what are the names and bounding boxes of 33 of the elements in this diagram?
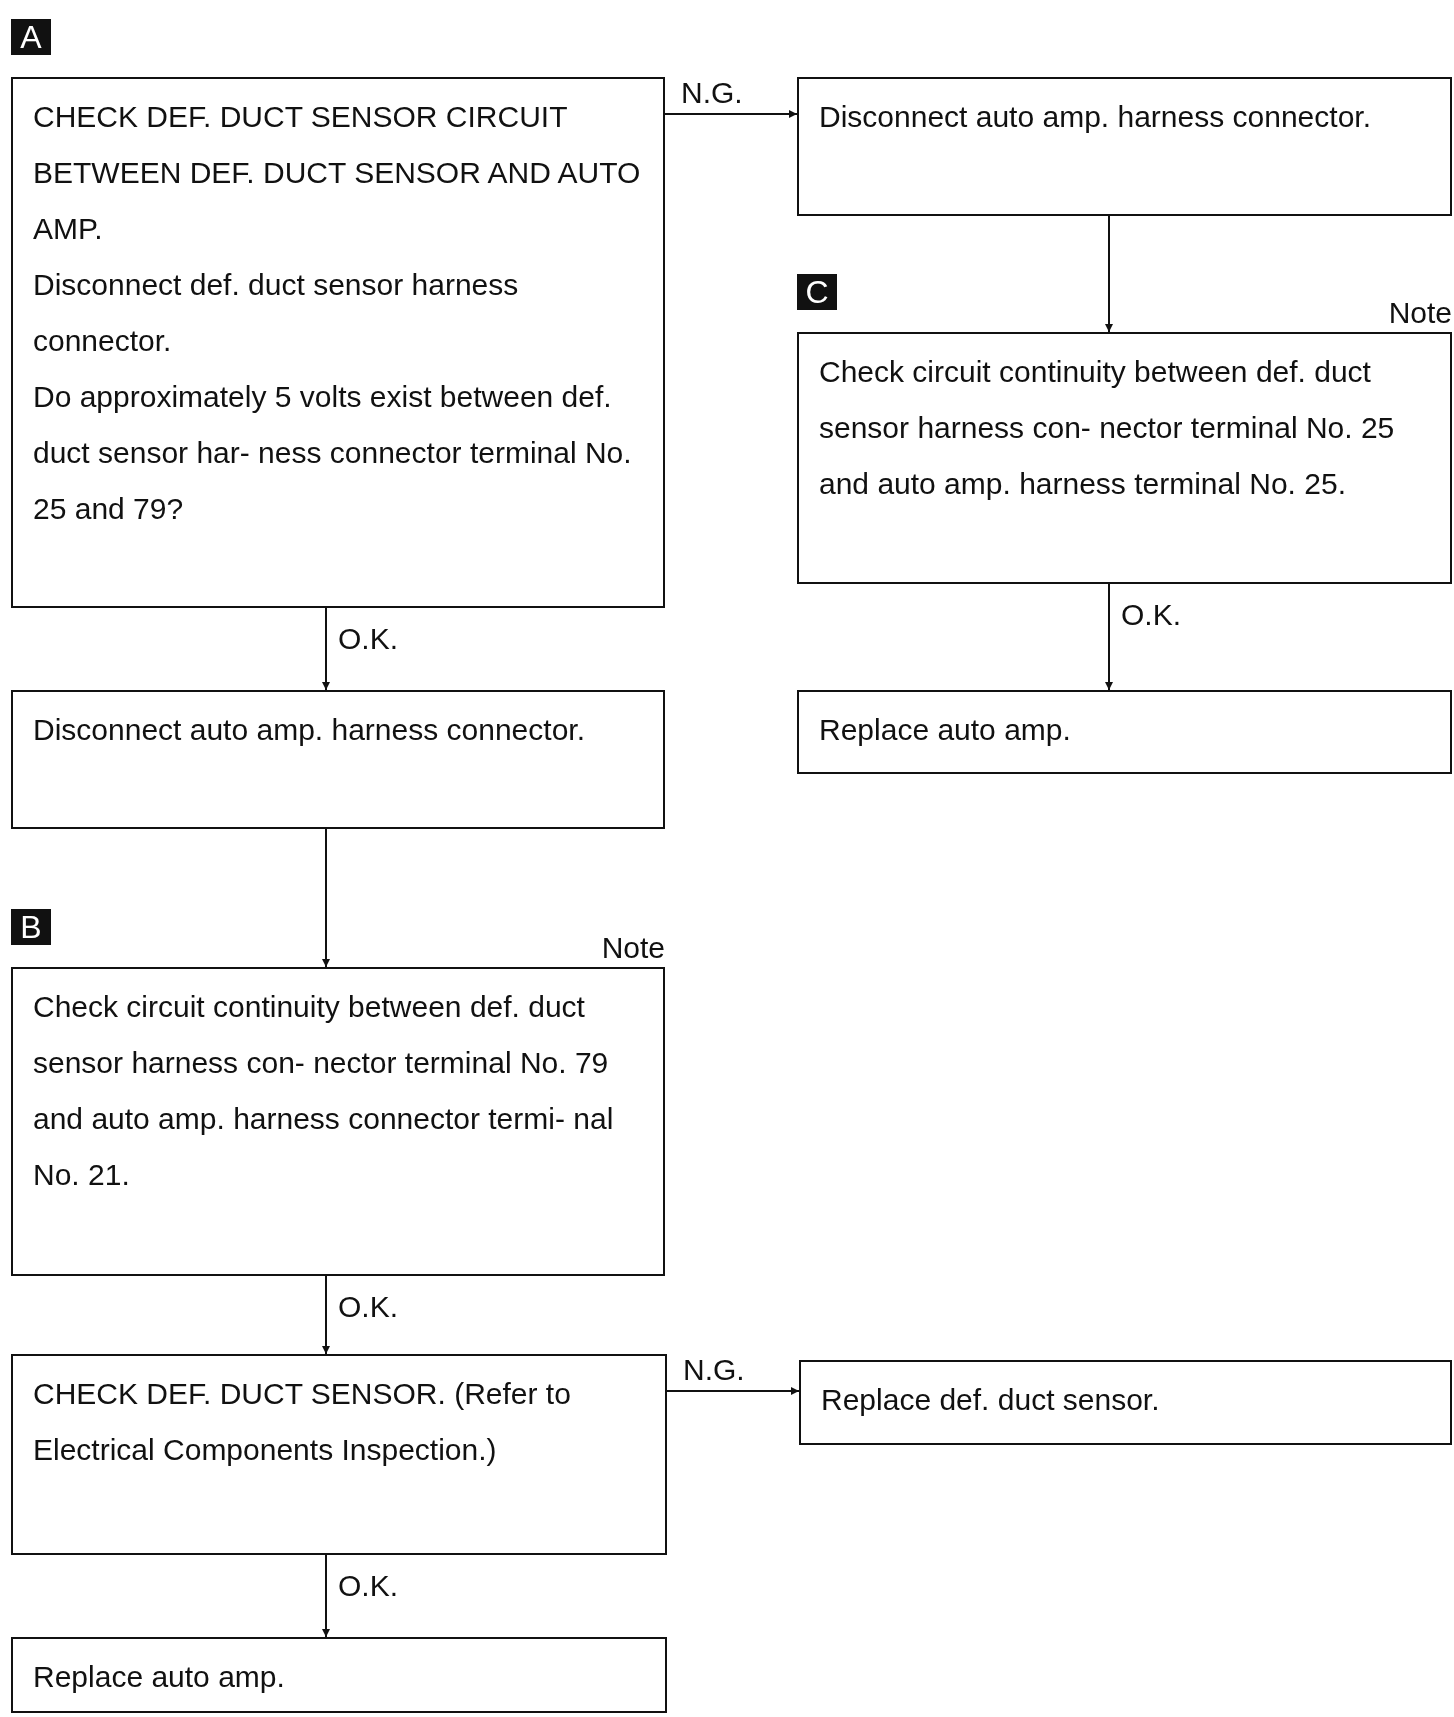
step-box [11, 690, 665, 829]
step-text: CHECK DEF. DUCT SENSOR CIRCUIT BETWEEN DEF. DUCT SENSOR AND AUTO AMP. [33, 99, 642, 247]
arrow [322, 607, 330, 691]
step-text: Do approximately 5 volts exist between def. duct sensor har- ness connector terminal No. 25 and 79? [33, 379, 633, 527]
step-text: Check circuit continuity between def. duct sensor harness con- nector terminal No. 79 and auto amp. harness connector termi- nal No. 21. [33, 989, 615, 1193]
section-letter: C [797, 274, 837, 310]
step-box [797, 690, 1452, 774]
step-text: CHECK DEF. DUCT SENSOR. (Refer to Electrical Components Inspection.) [33, 1376, 572, 1468]
arrow [322, 1554, 330, 1638]
step-text: Disconnect auto amp. harness connector. [819, 99, 1372, 135]
note-label: Note [1387, 296, 1452, 330]
step-box [11, 967, 665, 1276]
step-box [11, 77, 665, 608]
arrow [666, 1387, 800, 1395]
step-box [797, 77, 1452, 216]
step-text: Disconnect auto amp. harness connector. [33, 712, 586, 748]
note-label: Note [600, 931, 665, 965]
step-text: Replace auto amp. [33, 1659, 286, 1695]
step-box [797, 332, 1452, 584]
arrow [664, 110, 798, 118]
arrow [1105, 583, 1113, 691]
arrow [1105, 215, 1113, 333]
section-letter: A [11, 19, 51, 55]
step-text: Replace auto amp. [819, 712, 1072, 748]
section-letter: B [11, 909, 51, 945]
step-box [11, 1354, 667, 1555]
step-text: Check circuit continuity between def. duct sensor harness con- nector terminal No. 25 and auto amp. harness terminal No. 25. [819, 354, 1396, 502]
arrow [322, 1275, 330, 1355]
step-box [11, 1637, 667, 1713]
step-text: Replace def. duct sensor. [821, 1382, 1161, 1418]
arrow [322, 828, 330, 968]
step-box [799, 1360, 1452, 1445]
step-text: Disconnect def. duct sensor harness connector. [33, 267, 520, 359]
